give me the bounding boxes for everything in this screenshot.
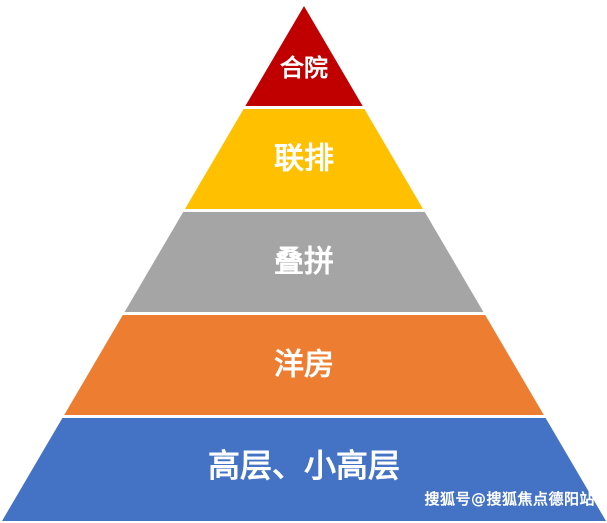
tier-5-band bbox=[2, 418, 606, 521]
tier-4-label: 洋房 bbox=[274, 348, 334, 383]
tier-2-label: 联排 bbox=[274, 142, 334, 177]
tier-3-band bbox=[124, 212, 484, 312]
tier-2-band bbox=[184, 109, 424, 209]
tier-1-band bbox=[245, 6, 363, 106]
tier-3-label: 叠拼 bbox=[274, 245, 334, 280]
tier-1-label: 合院 bbox=[280, 54, 328, 82]
tier-4-band bbox=[64, 315, 544, 415]
tier-5-label: 高层、小高层 bbox=[208, 447, 400, 485]
watermark: 搜狐号@搜狐焦点德阳站 bbox=[424, 490, 595, 508]
